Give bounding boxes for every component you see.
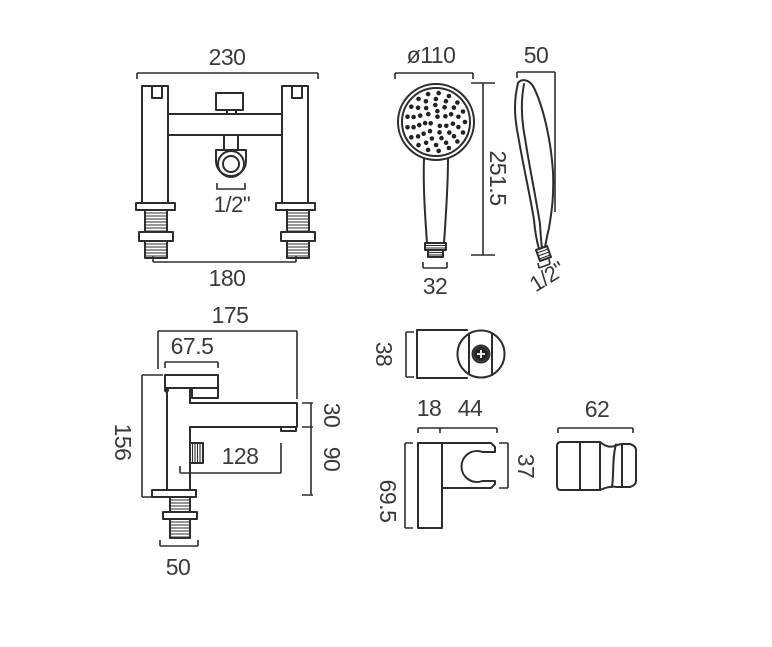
mixer-side-thread-hatch (170, 443, 204, 538)
handset-front-outline (397, 83, 475, 258)
mixer-side-view: 175 67.5 156 30 90 128 50 (110, 302, 345, 580)
bracket-top-outline (416, 329, 506, 379)
bracket-front-view: 62 (556, 396, 637, 491)
dim-label-bracket-arm-depth: 44 (458, 395, 483, 421)
dim-label-mixer-total-depth: 175 (212, 302, 249, 328)
bracket-front-dimensions (557, 427, 634, 433)
bracket-side-outline (417, 442, 496, 529)
bracket-screw-icon (477, 350, 485, 358)
bracket-top-dimensions (405, 331, 414, 378)
dim-label-mixer-inlet-centres: 180 (209, 265, 246, 291)
dim-label-mixer-top-width: 230 (209, 44, 246, 70)
dim-label-handset-length: 251.5 (485, 150, 511, 205)
mixer-side-outline (151, 374, 298, 539)
handset-front-dimensions (394, 72, 495, 269)
spray-nozzle-dots (405, 90, 468, 154)
bracket-side-view: 18 44 69.5 37 (375, 395, 539, 529)
dim-label-bracket-width: 62 (585, 396, 610, 422)
mixer-front-view: 230 180 1/2" (135, 44, 319, 291)
dim-label-mixer-base-width: 50 (166, 554, 191, 580)
dim-label-mixer-height: 156 (110, 424, 136, 461)
dim-label-bracket-plate-depth: 18 (417, 395, 442, 421)
mixer-front-thread-hatch (145, 212, 309, 257)
dim-label-spout-height: 30 (319, 403, 345, 428)
dim-label-bracket-height: 69.5 (375, 480, 401, 523)
mixer-front-dimensions (136, 72, 319, 263)
mixer-front-outline (135, 85, 316, 259)
bracket-side-dimensions (404, 427, 509, 529)
bracket-top-view: 38 (371, 329, 506, 379)
handset-side-view: 50 1/2" (514, 42, 569, 297)
handset-side-dimensions (516, 71, 556, 269)
dim-label-mixer-handle-depth: 67.5 (171, 333, 214, 359)
bracket-front-outline (556, 441, 637, 491)
handset-tip-hatch (536, 248, 551, 260)
dim-label-handset-diameter: ø110 (407, 42, 456, 68)
dim-label-mixer-connection: 1/2" (214, 192, 250, 217)
handset-front-view: ø110 32 251.5 (394, 42, 511, 299)
handset-connector-hatch (425, 244, 446, 256)
dim-label-spout-reach: 128 (222, 443, 259, 469)
dim-label-bracket-depth: 38 (371, 342, 397, 367)
dim-label-handset-outlet: 32 (423, 273, 448, 299)
dim-label-bracket-arm-height: 37 (513, 454, 539, 479)
dim-label-handset-depth: 50 (524, 42, 549, 68)
dim-label-handset-side-connection: 1/2" (525, 256, 569, 296)
dim-label-spout-to-base: 90 (319, 447, 345, 472)
handset-side-outline (514, 79, 555, 262)
